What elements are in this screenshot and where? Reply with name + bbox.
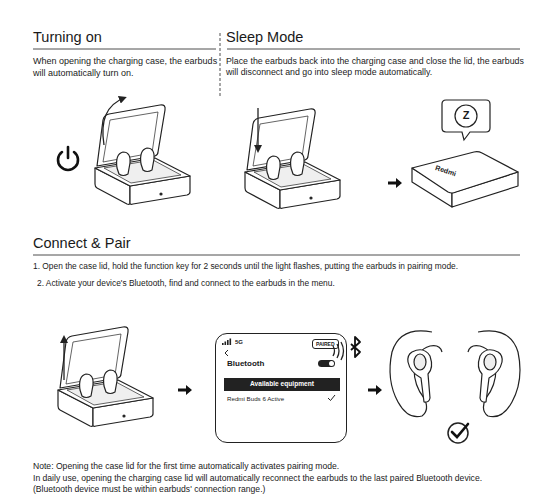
section-heading: Sleep Mode (226, 30, 303, 46)
open-case (95, 105, 190, 204)
step-text: 2. Activate your device's Bluetooth, fin… (37, 278, 535, 289)
power-icon (58, 147, 78, 170)
case-top (412, 152, 518, 193)
note-text: In daily use, opening the charging case … (33, 473, 511, 495)
up-arrow (63, 338, 64, 380)
status-badge: PAIRED (312, 339, 339, 349)
toggle (318, 360, 335, 367)
down-arrow (257, 108, 258, 150)
earbud (478, 350, 502, 402)
body-text: Place the earbuds back into the charging… (226, 56, 526, 79)
note-text: Note: Opening the case lid for the first… (33, 461, 533, 472)
power-bar (67, 147, 70, 158)
step-text: 1. Open the case lid, hold the function … (33, 261, 535, 272)
screen-title: Bluetooth (227, 359, 264, 369)
divider (220, 33, 221, 98)
section-heading: Connect & Pair (33, 236, 131, 252)
heading-rules (33, 33, 520, 255)
sleep-bubble: Z (440, 98, 492, 142)
step-arrow (368, 385, 382, 395)
phone-screen: 5G PAIRED BluetoothRedmi Buds 6 Active Avai… (215, 333, 347, 443)
closed-case (412, 152, 518, 207)
device-name: Redmi Buds 6 Active (227, 395, 284, 402)
band-text: Available equipment (224, 380, 340, 388)
rule (33, 255, 520, 256)
wave (333, 346, 335, 356)
bar (222, 343, 224, 345)
check-circle (448, 423, 468, 443)
ear-outline (390, 331, 442, 417)
step-arrow (178, 385, 192, 395)
step-arrow (388, 178, 402, 188)
section-heading: Turning on (33, 30, 102, 46)
earbud-tip (484, 354, 496, 370)
network-text: 5G (235, 339, 243, 346)
rule (33, 49, 216, 50)
bluetooth-symbol (351, 337, 360, 357)
ear-outline (468, 331, 520, 417)
selected-check (328, 395, 335, 401)
bar (230, 339, 232, 346)
connect-art (58, 327, 520, 443)
back-chevron (225, 350, 228, 356)
bar (227, 340, 229, 345)
open-case (58, 327, 153, 426)
earbud-tip (414, 354, 426, 370)
ear-left (390, 331, 442, 417)
wave (341, 342, 344, 360)
bar (225, 342, 227, 346)
toggle-knob (329, 361, 334, 366)
open-arrow (103, 98, 124, 145)
ear-right (468, 331, 520, 417)
signal-bars (222, 339, 231, 346)
rule (227, 49, 520, 50)
list-band: Available equipment (224, 378, 340, 391)
check-mark (452, 424, 468, 437)
body-text: When opening the charging case, the earb… (33, 56, 218, 79)
open-case (245, 109, 340, 208)
sleep-symbol: Z (440, 109, 492, 122)
earbud (408, 350, 432, 402)
